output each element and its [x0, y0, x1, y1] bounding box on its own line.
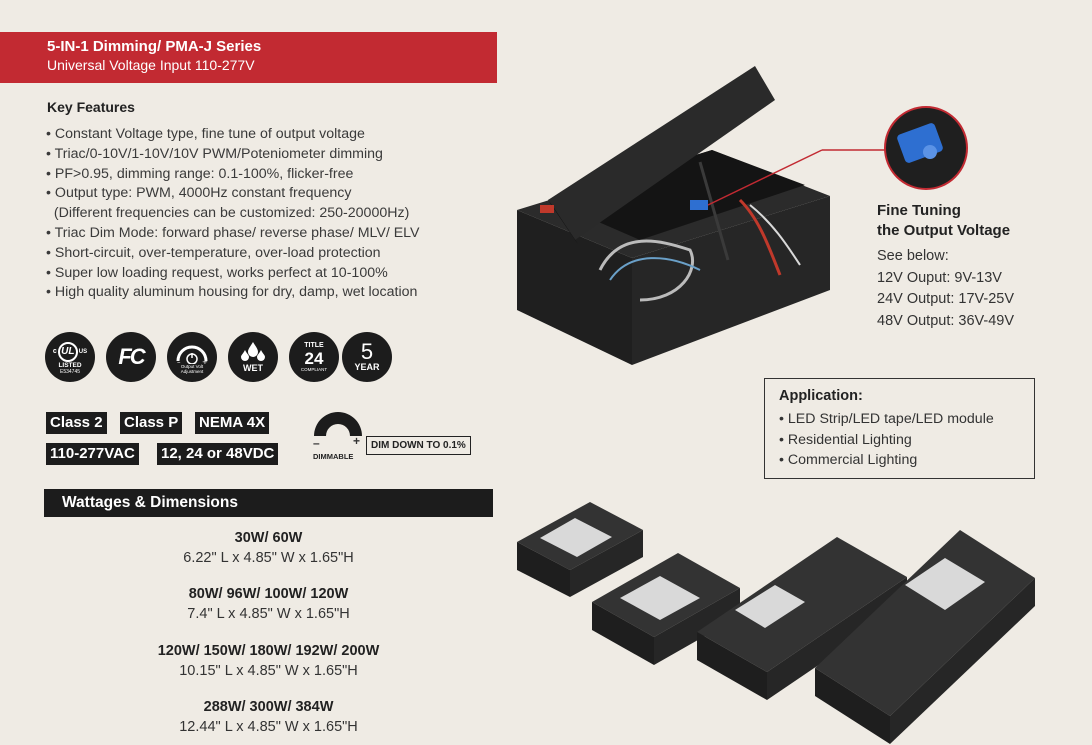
- wattage-values: 120W/ 150W/ 180W/ 192W/ 200W: [157, 643, 380, 659]
- dimension-values: 6.22" L x 4.85" W x 1.65"H: [183, 550, 354, 566]
- driver-lineup-image: [517, 502, 1035, 744]
- nema4x-tag: NEMA 4X: [195, 412, 270, 434]
- ul-c: c: [52, 348, 57, 355]
- wattage-values: 30W/ 60W: [234, 530, 303, 546]
- key-features-list: • Constant Voltage type, fine tune of ou…: [46, 125, 419, 303]
- feature-item: • Short-circuit, over-temperature, over-…: [46, 244, 381, 261]
- application-heading: Application:: [779, 388, 863, 404]
- feature-item: • Constant Voltage type, fine tune of ou…: [46, 126, 365, 142]
- voltage-knob-zoom: [707, 106, 968, 206]
- svg-text:–: –: [177, 358, 181, 364]
- ul-number: E534745: [59, 368, 81, 375]
- output-voltage-tag: 12, 24 or 48VDC: [157, 443, 279, 465]
- wattage-group: 120W/ 150W/ 180W/ 192W/ 200W 10.15" L x …: [44, 642, 493, 681]
- title24-icon: TITLE 24 COMPLIANT: [289, 332, 339, 382]
- feature-item: (Different frequencies can be customized…: [46, 205, 410, 222]
- svg-text:+: +: [202, 358, 208, 364]
- fc-label: FC: [118, 344, 145, 369]
- wattage-group: 80W/ 96W/ 100W/ 120W 7.4" L x 4.85" W x …: [44, 585, 493, 624]
- classp-tag: Class P: [120, 412, 183, 434]
- title24-compliant: COMPLIANT: [300, 366, 328, 372]
- ul-listed-label: LISTED: [58, 361, 82, 369]
- five-year-warranty-icon: 5 YEAR: [342, 332, 392, 382]
- class2-tag: Class 2: [46, 412, 107, 434]
- wattage-group: 30W/ 60W 6.22" L x 4.85" W x 1.65"H: [44, 529, 493, 568]
- fc-icon: FC: [106, 332, 156, 382]
- wattage-values: 288W/ 300W/ 384W: [203, 699, 334, 715]
- input-voltage-tag: 110-277VAC: [46, 443, 139, 465]
- wet-label: WET: [243, 363, 263, 373]
- feature-item: • Output type: PWM, 4000Hz constant freq…: [46, 185, 352, 202]
- application-item: • LED Strip/LED tape/LED module: [779, 411, 994, 427]
- ul-listed-icon: c UL US LISTED E534745: [45, 332, 95, 382]
- dimension-values: 10.15" L x 4.85" W x 1.65"H: [179, 663, 358, 679]
- fine-tuning-heading: Fine Tuning: [877, 202, 961, 219]
- output-volt-adjustment-icon: – + Output Volt Adjustment: [167, 332, 217, 382]
- title24-top: TITLE: [304, 341, 324, 349]
- wattages-heading: Wattages & Dimensions: [44, 489, 493, 517]
- application-item: • Commercial Lighting: [779, 452, 918, 468]
- ul-mark: UL: [57, 341, 78, 362]
- feature-item: • Super low loading request, works perfe…: [46, 264, 388, 281]
- fine-tuning-panel: Fine Tuning the Output Voltage See below…: [877, 201, 1014, 332]
- wattage-group: 288W/ 300W/ 384W 12.44" L x 4.85" W x 1.…: [44, 698, 493, 737]
- wattage-values: 80W/ 96W/ 100W/ 120W: [188, 586, 349, 602]
- year-label: YEAR: [354, 362, 380, 372]
- application-box: Application: • LED Strip/LED tape/LED mo…: [764, 378, 1035, 479]
- key-features-heading: Key Features: [47, 99, 135, 115]
- fine-tuning-line: 12V Ouput: 9V-13V: [877, 269, 1002, 286]
- application-list: • LED Strip/LED tape/LED module • Reside…: [779, 409, 1034, 471]
- dim-down-badge: DIM DOWN TO 0.1%: [366, 436, 471, 455]
- dimmable-icon: [314, 412, 362, 436]
- series-title: 5-IN-1 Dimming/ PMA-J Series: [47, 38, 262, 55]
- fine-tuning-line: 24V Output: 17V-25V: [877, 291, 1015, 307]
- feature-item: • Triac/0-10V/1-10V/10V PWM/Poteniometer…: [46, 145, 383, 162]
- fine-tuning-heading-2: the Output Voltage: [877, 222, 1011, 239]
- application-item: • Residential Lighting: [779, 431, 912, 448]
- feature-item: • PF>0.95, dimming range: 0.1-100%, flic…: [46, 165, 354, 182]
- dimension-values: 7.4" L x 4.85" W x 1.65"H: [187, 606, 350, 622]
- ul-us: US: [78, 348, 88, 355]
- title24-number: 24: [304, 348, 324, 368]
- open-driver-image: [517, 66, 830, 365]
- series-subtitle: Universal Voltage Input 110-277V: [47, 57, 255, 73]
- wet-location-icon: WET: [228, 332, 278, 382]
- year-number: 5: [360, 339, 374, 364]
- dim-minus: –: [313, 436, 320, 450]
- dim-plus: +: [353, 434, 361, 448]
- fine-tuning-line: 48V Output: 36V-49V: [877, 312, 1015, 329]
- feature-item: • High quality aluminum housing for dry,…: [46, 284, 418, 301]
- dimmable-label: DIMMABLE: [313, 452, 354, 461]
- series-header: 5-IN-1 Dimming/ PMA-J Series Universal V…: [0, 32, 497, 83]
- fine-tuning-line: See below:: [877, 248, 949, 264]
- feature-item: • Triac Dim Mode: forward phase/ reverse…: [46, 224, 420, 241]
- dimension-values: 12.44" L x 4.85" W x 1.65"H: [179, 719, 358, 735]
- output-volt-label: Output Volt Adjustment: [180, 364, 204, 374]
